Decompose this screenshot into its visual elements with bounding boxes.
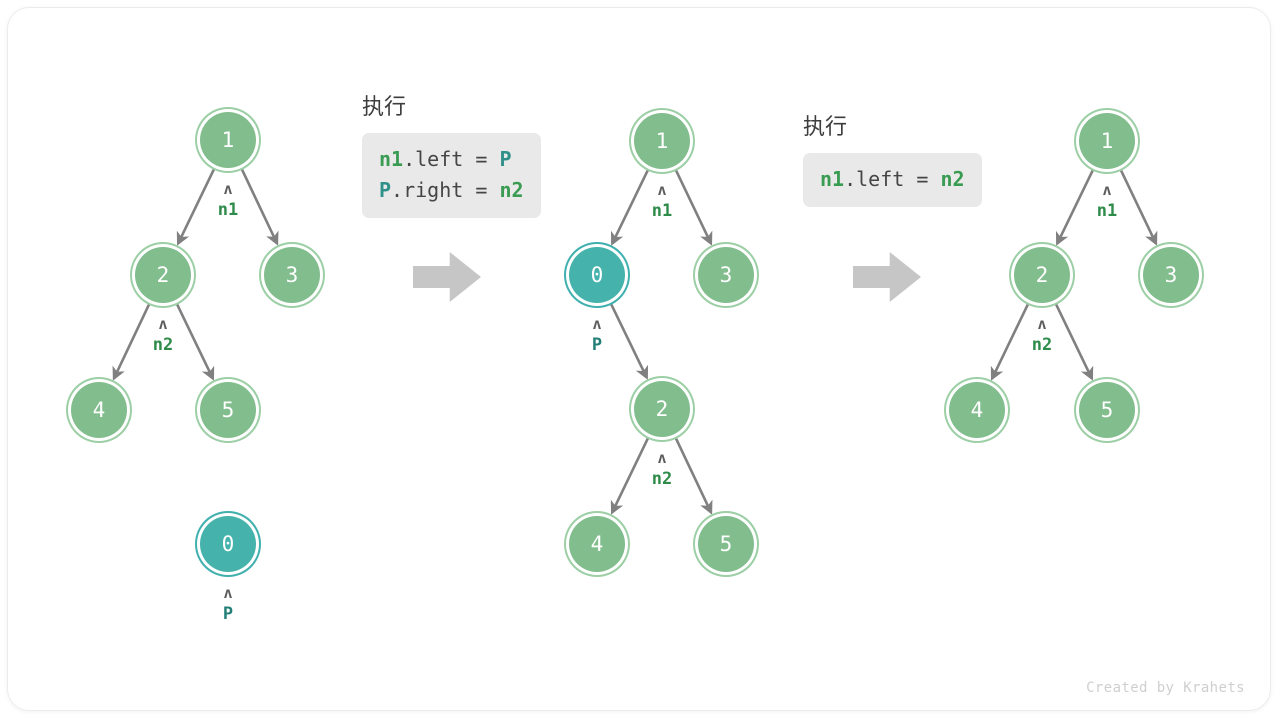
- tree-edge: [1118, 167, 1158, 246]
- pointer-label-n1: ʌ n1: [1096, 181, 1118, 221]
- pointer-label-n1: ʌ n1: [651, 181, 673, 221]
- pointer-caret-icon: ʌ: [592, 315, 602, 333]
- tree-node: 3: [264, 247, 320, 303]
- pointer-label-n2: ʌ n2: [152, 315, 174, 355]
- tree-node: 1: [200, 112, 256, 168]
- tree-node: 2: [135, 247, 191, 303]
- tree-edge: [1053, 301, 1094, 381]
- tree-node: 4: [71, 382, 127, 438]
- tree-node: 2: [1014, 247, 1070, 303]
- code-token: n1: [379, 147, 404, 171]
- code-token: =: [475, 178, 500, 202]
- tree-node: 3: [698, 247, 754, 303]
- tree-node: 5: [698, 516, 754, 572]
- pointer-label-n2: ʌ n2: [1031, 315, 1053, 355]
- tree-edge: [610, 167, 651, 246]
- tree-node: 4: [949, 382, 1005, 438]
- tree-edge: [174, 301, 215, 381]
- code-token: .left: [844, 167, 917, 191]
- pointer-label-text: n2: [651, 469, 673, 489]
- code-token: P: [379, 178, 392, 202]
- tree-node: 5: [1079, 382, 1135, 438]
- pointer-label-text: n2: [152, 335, 174, 355]
- code-block: n1.left = n2: [803, 153, 982, 207]
- tree-edge: [239, 166, 279, 246]
- pointer-caret-icon: ʌ: [1102, 181, 1112, 199]
- tree-node: 3: [1143, 247, 1199, 303]
- exec-label: 执行: [362, 95, 407, 120]
- code-token: n2: [499, 178, 524, 202]
- pointer-caret-icon: ʌ: [1037, 315, 1047, 333]
- pointer-label-text: n1: [1096, 201, 1118, 221]
- code-token: =: [475, 147, 500, 171]
- pointer-caret-icon: ʌ: [657, 181, 667, 199]
- code-token: .left: [403, 147, 476, 171]
- credit-text: Created by Krahets: [1086, 680, 1245, 696]
- code-token: =: [916, 167, 941, 191]
- tree-edge: [610, 435, 651, 515]
- pointer-label-text: P: [591, 335, 603, 355]
- pointer-caret-icon: ʌ: [657, 449, 667, 467]
- tree-edge: [1055, 167, 1096, 246]
- pointer-label-text: P: [222, 604, 234, 624]
- block-arrow-layer: [413, 252, 921, 302]
- tree-edge: [608, 301, 649, 380]
- pointer-caret-icon: ʌ: [223, 584, 233, 602]
- tree-edge: [673, 167, 713, 246]
- tree-node: 2: [634, 381, 690, 437]
- pointer-label-text: n1: [217, 200, 239, 220]
- panel-2: 执行 n1.left = n2: [803, 117, 982, 207]
- tree-edge: [673, 435, 713, 515]
- tree-node: 1: [634, 113, 690, 169]
- pointer-label-n2: ʌ n2: [651, 449, 673, 489]
- pointer-caret-icon: ʌ: [223, 180, 233, 198]
- block-arrow-1: [413, 252, 481, 302]
- tree-node: 5: [200, 382, 256, 438]
- tree-node: 0: [200, 516, 256, 572]
- pointer-label-text: n2: [1031, 335, 1053, 355]
- code-token: .right: [391, 178, 476, 202]
- pointer-caret-icon: ʌ: [158, 315, 168, 333]
- code-line: n1.left = P: [379, 144, 524, 175]
- tree-node: 1: [1079, 113, 1135, 169]
- tree-edge: [176, 166, 217, 246]
- pointer-label-n1: ʌ n1: [217, 180, 239, 220]
- tree-edge: [990, 301, 1031, 381]
- tree-edge: [112, 301, 152, 381]
- code-token: n1: [820, 167, 845, 191]
- tree-edge-layer: [112, 166, 1158, 515]
- tree-node: 4: [569, 516, 625, 572]
- pointer-label-text: n1: [651, 201, 673, 221]
- code-token: P: [499, 147, 512, 171]
- code-token: n2: [940, 167, 965, 191]
- exec-label: 执行: [803, 115, 848, 140]
- code-line: P.right = n2: [379, 175, 524, 206]
- code-line: n1.left = n2: [820, 164, 965, 195]
- tree-node: 0: [569, 247, 625, 303]
- block-arrow-2: [853, 252, 921, 302]
